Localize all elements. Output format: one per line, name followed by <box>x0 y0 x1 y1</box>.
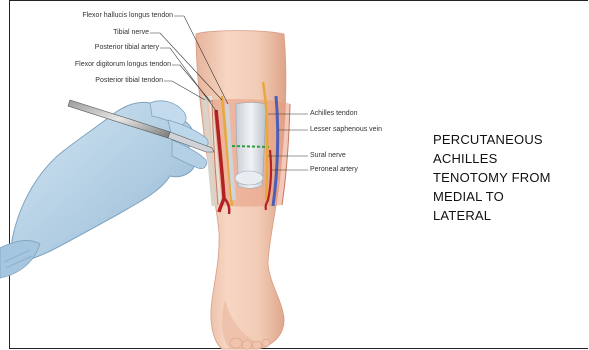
label-flexor-hallucis-longus-tendon: Flexor hallucis longus tendon <box>82 11 173 20</box>
caption-line: TENOTOMY FROM <box>433 168 583 187</box>
figure-caption: PERCUTANEOUS ACHILLES TENOTOMY FROM MEDI… <box>433 130 583 225</box>
label-tibial-nerve: Tibial nerve <box>113 28 149 37</box>
achilles-tendon-stump <box>235 171 263 185</box>
glove-hand <box>12 102 195 264</box>
label-sural-nerve: Sural nerve <box>310 151 346 160</box>
glove-cuff <box>0 241 40 278</box>
label-posterior-tibial-tendon: Posterior tibial tendon <box>95 76 163 85</box>
label-flexor-digitorum-longus-tendon: Flexor digitorum longus tendon <box>75 60 171 69</box>
caption-line: PERCUTANEOUS <box>433 130 583 149</box>
label-posterior-tibial-artery: Posterior tibial artery <box>95 43 159 52</box>
caption-line: ACHILLES <box>433 149 583 168</box>
caption-line: LATERAL <box>433 206 583 225</box>
label-lesser-saphenous-vein: Lesser saphenous vein <box>310 125 382 134</box>
caption-line: MEDIAL TO <box>433 187 583 206</box>
label-peroneal-artery: Peroneal artery <box>310 165 358 174</box>
label-achilles-tendon: Achilles tendon <box>310 109 357 118</box>
